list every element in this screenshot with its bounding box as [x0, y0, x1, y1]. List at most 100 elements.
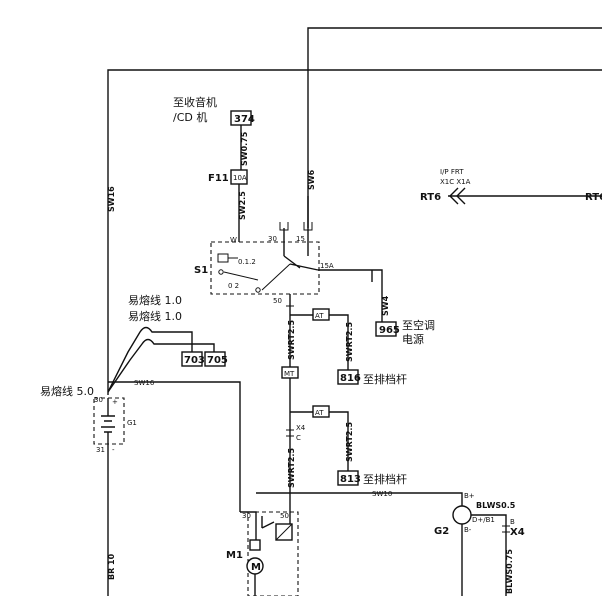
gen-d-label: D+/B1	[472, 516, 495, 524]
ref-374: 374	[234, 114, 255, 125]
solenoid-slash	[275, 523, 293, 541]
battery-31-label: 31	[96, 446, 105, 454]
pin-30-label: 30	[268, 235, 277, 243]
x4-a-label: X4	[296, 424, 306, 432]
wire-sw4-label: SW4	[381, 295, 390, 316]
wire-sw6-frame	[307, 27, 602, 228]
generator-g2	[452, 505, 472, 525]
wire-sw16-left-label: SW16	[107, 186, 116, 212]
wire-blws05-label: BLWS0.5	[476, 501, 516, 510]
x1c-x1a-label: X1C X1A	[440, 178, 471, 186]
at-2-label: AT	[315, 409, 324, 417]
fusible-link-2	[107, 338, 215, 393]
starter-coil	[249, 539, 261, 551]
wire-swrt25-d-label: SWRT2.5	[345, 422, 354, 462]
at-box-1	[312, 308, 330, 321]
shift-note-1: 至排档杆	[363, 372, 407, 386]
shift-note-2: 至排档杆	[363, 472, 407, 486]
pin-15-label: 15	[296, 235, 305, 243]
wire-blws	[471, 514, 507, 596]
connector-stubs-top	[279, 222, 313, 231]
motor-m-label: M	[251, 562, 261, 573]
ip-frt-label: I/P FRT	[440, 168, 464, 176]
wire-swrt25-a-label: SWRT2.5	[287, 320, 296, 360]
radio-note-1: 至收音机	[173, 95, 217, 109]
wire-blws075-label: BLWS0.75	[505, 549, 514, 594]
switch-internal	[283, 255, 319, 271]
fusible-link-1	[107, 326, 193, 393]
switch-s1-label: S1	[194, 265, 208, 276]
battery-g1	[93, 397, 125, 445]
ref-box-705	[204, 351, 226, 367]
pin-c-label: C	[296, 434, 301, 442]
pin-w-label: W	[230, 236, 237, 244]
ref-box-813	[337, 470, 359, 486]
at-1-label: AT	[315, 312, 324, 320]
starter-wire-30	[240, 511, 257, 536]
ref-box-703	[181, 351, 203, 367]
ref-816: 816	[340, 373, 361, 384]
battery-cells	[101, 398, 115, 444]
ref-703: 703	[184, 355, 205, 366]
ref-box-965	[375, 321, 397, 337]
connector-x4-b	[502, 525, 510, 533]
wire-br10-label: BR 10	[107, 553, 116, 580]
fusible-2-label: 易熔线 1.0	[128, 309, 182, 323]
battery-g1-label: G1	[127, 419, 137, 427]
wire-sw6-label: SW6	[307, 169, 316, 190]
battery-minus-label: -	[112, 446, 115, 454]
connector-x4-c	[286, 429, 294, 437]
key-icon	[217, 253, 238, 263]
pin-50-label: 50	[273, 297, 282, 305]
wire-swrt25-c-label: SWRT2.5	[287, 448, 296, 488]
fuse-10a-label: 10A	[233, 174, 247, 182]
motor-m1-label: M1	[226, 550, 243, 561]
rt6-right-label: RT6	[585, 192, 602, 203]
gen-g2-label: G2	[434, 526, 449, 537]
wire-sw16-mid	[108, 381, 241, 512]
switch-pos-012: 0.1.2	[238, 258, 256, 266]
pin-15a-label: 15A	[320, 262, 334, 270]
wire-sw25-label: SW2.5	[238, 191, 247, 220]
rt6-left-label: RT6	[420, 192, 441, 203]
at-box-2	[312, 405, 330, 418]
switch-contact-left	[218, 269, 224, 275]
wire-sw10-label: SW10	[372, 490, 392, 498]
mt-box	[281, 366, 299, 379]
radio-note-2: /CD 机	[173, 110, 207, 124]
fusible-5-label: 易熔线 5.0	[40, 384, 94, 398]
fusible-1-label: 易熔线 1.0	[128, 293, 182, 307]
gen-bplus-label: B+	[464, 492, 475, 500]
wire-swrt25-b-label: SWRT2.5	[345, 322, 354, 362]
ref-box-816	[337, 369, 359, 385]
ac-note-1: 至空调	[402, 318, 435, 332]
wire-15a	[318, 269, 383, 290]
pin-b-label: B	[510, 518, 515, 526]
ref-813: 813	[340, 474, 361, 485]
gen-bminus-label: B-	[464, 526, 472, 534]
starter-m1	[247, 511, 299, 596]
motor-50-label: 50	[280, 512, 289, 520]
battery-30-label: 30	[94, 396, 103, 404]
ignition-switch-s1	[210, 241, 320, 295]
switch-pos-02: 0 2	[228, 282, 239, 290]
wire-sw075-label: SW0.75	[240, 131, 249, 166]
connector-x1c-chevron	[449, 187, 466, 205]
battery-plus-label: +	[112, 398, 118, 406]
ref-965: 965	[379, 325, 400, 336]
mt-label: MT	[284, 370, 295, 378]
wire-at-branch-1	[290, 314, 349, 370]
wire-sw16-frame	[107, 69, 602, 395]
wire-sw10	[256, 492, 463, 506]
ref-705: 705	[207, 355, 228, 366]
x4-b-label: X4	[510, 527, 525, 538]
fuse-f11-label: F11	[208, 173, 229, 184]
wire-sw16-mid-label: SW16	[134, 379, 155, 387]
motor-30-label: 30	[242, 512, 251, 520]
switch-blade	[223, 263, 291, 291]
switch-contact-mid	[255, 287, 261, 293]
ac-note-2: 电源	[402, 332, 424, 346]
wire-at-branch-2	[290, 411, 349, 471]
